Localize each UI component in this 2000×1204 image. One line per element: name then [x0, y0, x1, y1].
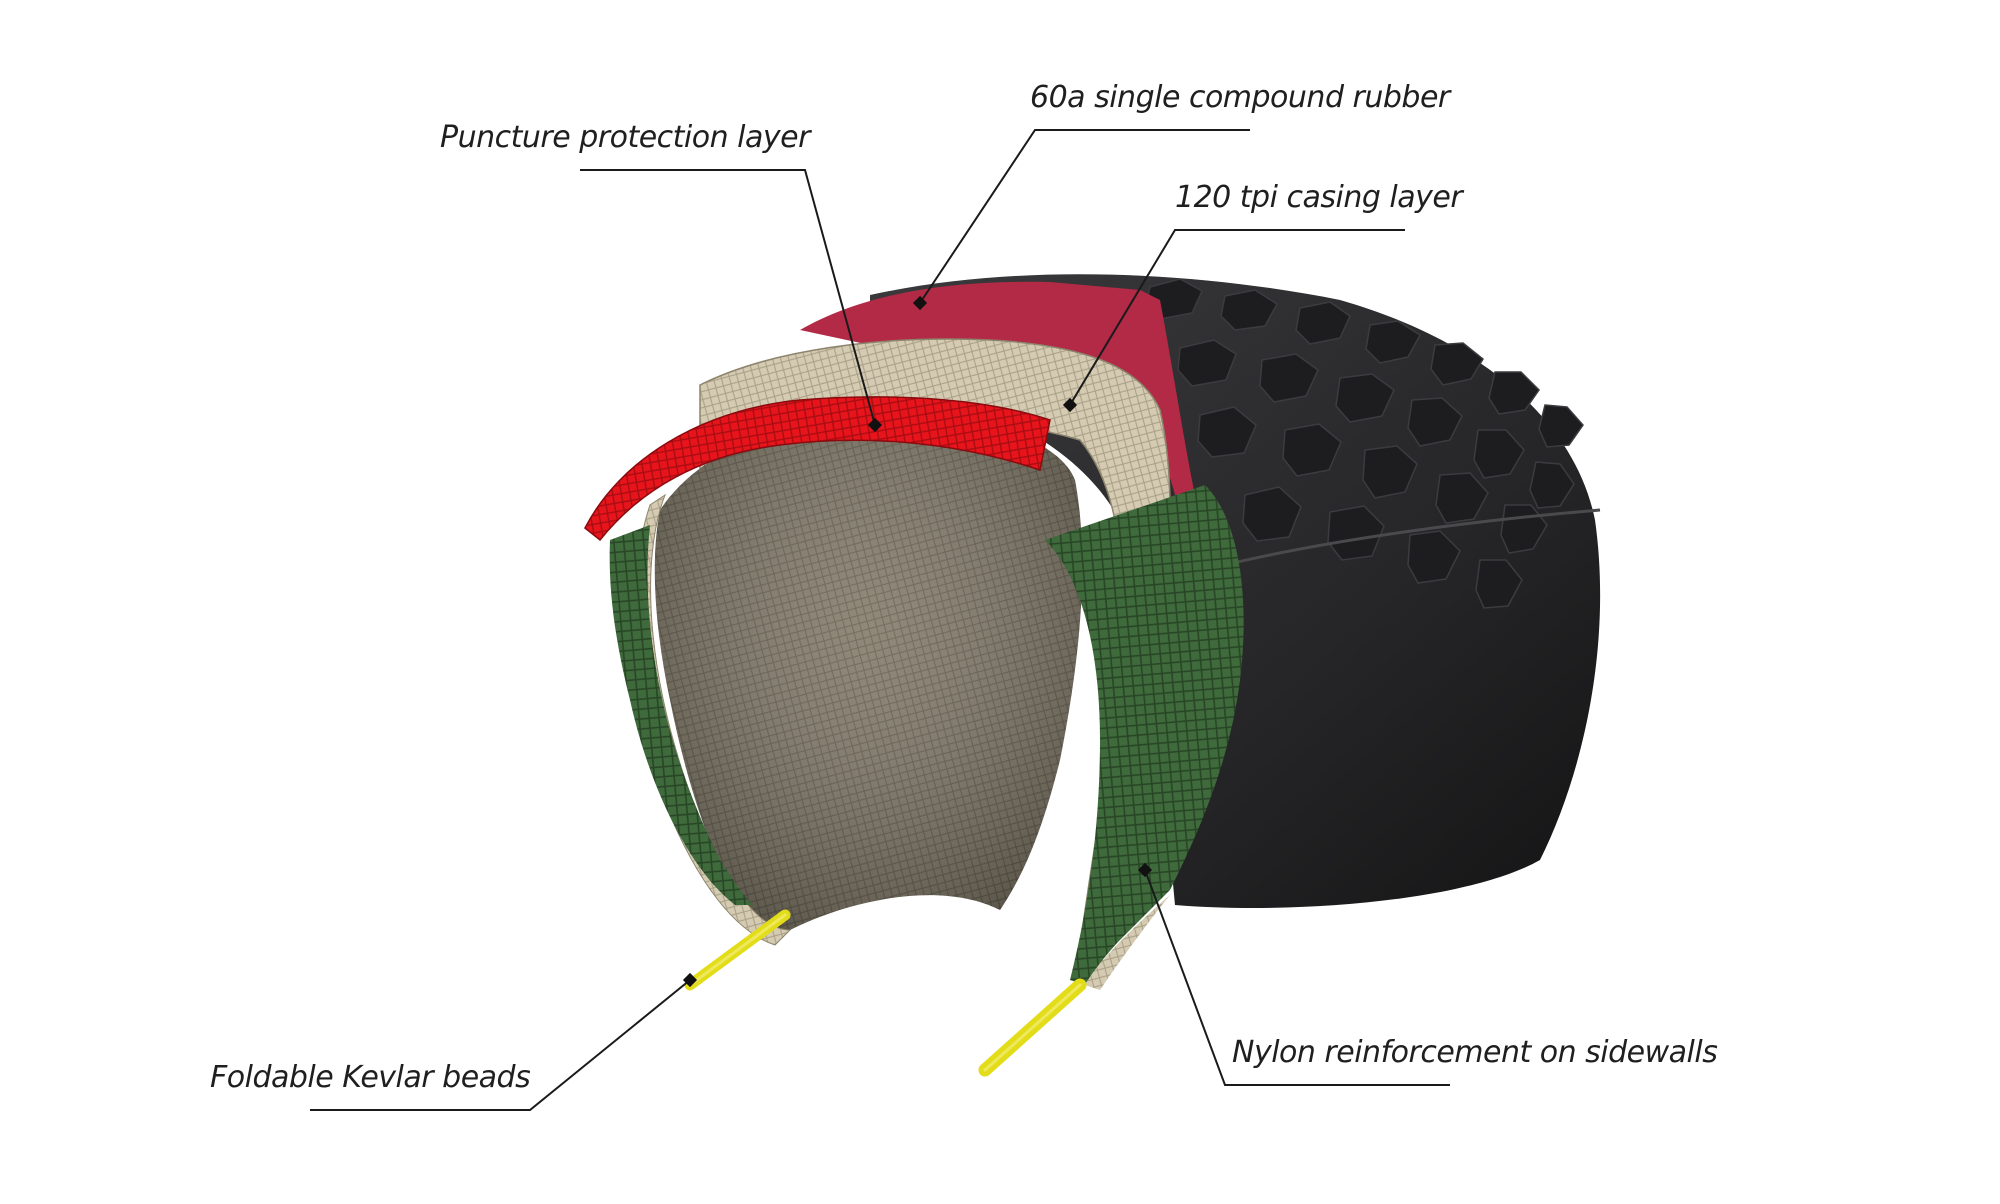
leader-dots: [682, 295, 1153, 988]
puncture-protection-layer: [584, 396, 1051, 542]
leader-beads: [310, 979, 691, 1111]
leader-lines: [310, 129, 1450, 1111]
label-puncture-protection: Puncture protection layer: [440, 120, 810, 155]
leader-casing: [1069, 229, 1405, 406]
label-nylon-reinforcement: Nylon reinforcement on sidewalls: [1232, 1035, 1718, 1070]
nylon-sidewall-left: [609, 525, 755, 905]
leader-rubber: [919, 129, 1250, 304]
tread-knobs: [1145, 278, 1584, 609]
label-rubber-compound: 60a single compound rubber: [1030, 80, 1450, 115]
label-casing-layer: 120 tpi casing layer: [1175, 180, 1463, 215]
kevlar-beads: [684, 909, 1087, 1077]
leader-nylon: [1144, 869, 1450, 1086]
leader-puncture: [580, 169, 876, 426]
nylon-sidewall-right: [1045, 485, 1244, 985]
casing-layer-right: [1085, 895, 1170, 990]
label-kevlar-beads: Foldable Kevlar beads: [210, 1060, 531, 1095]
